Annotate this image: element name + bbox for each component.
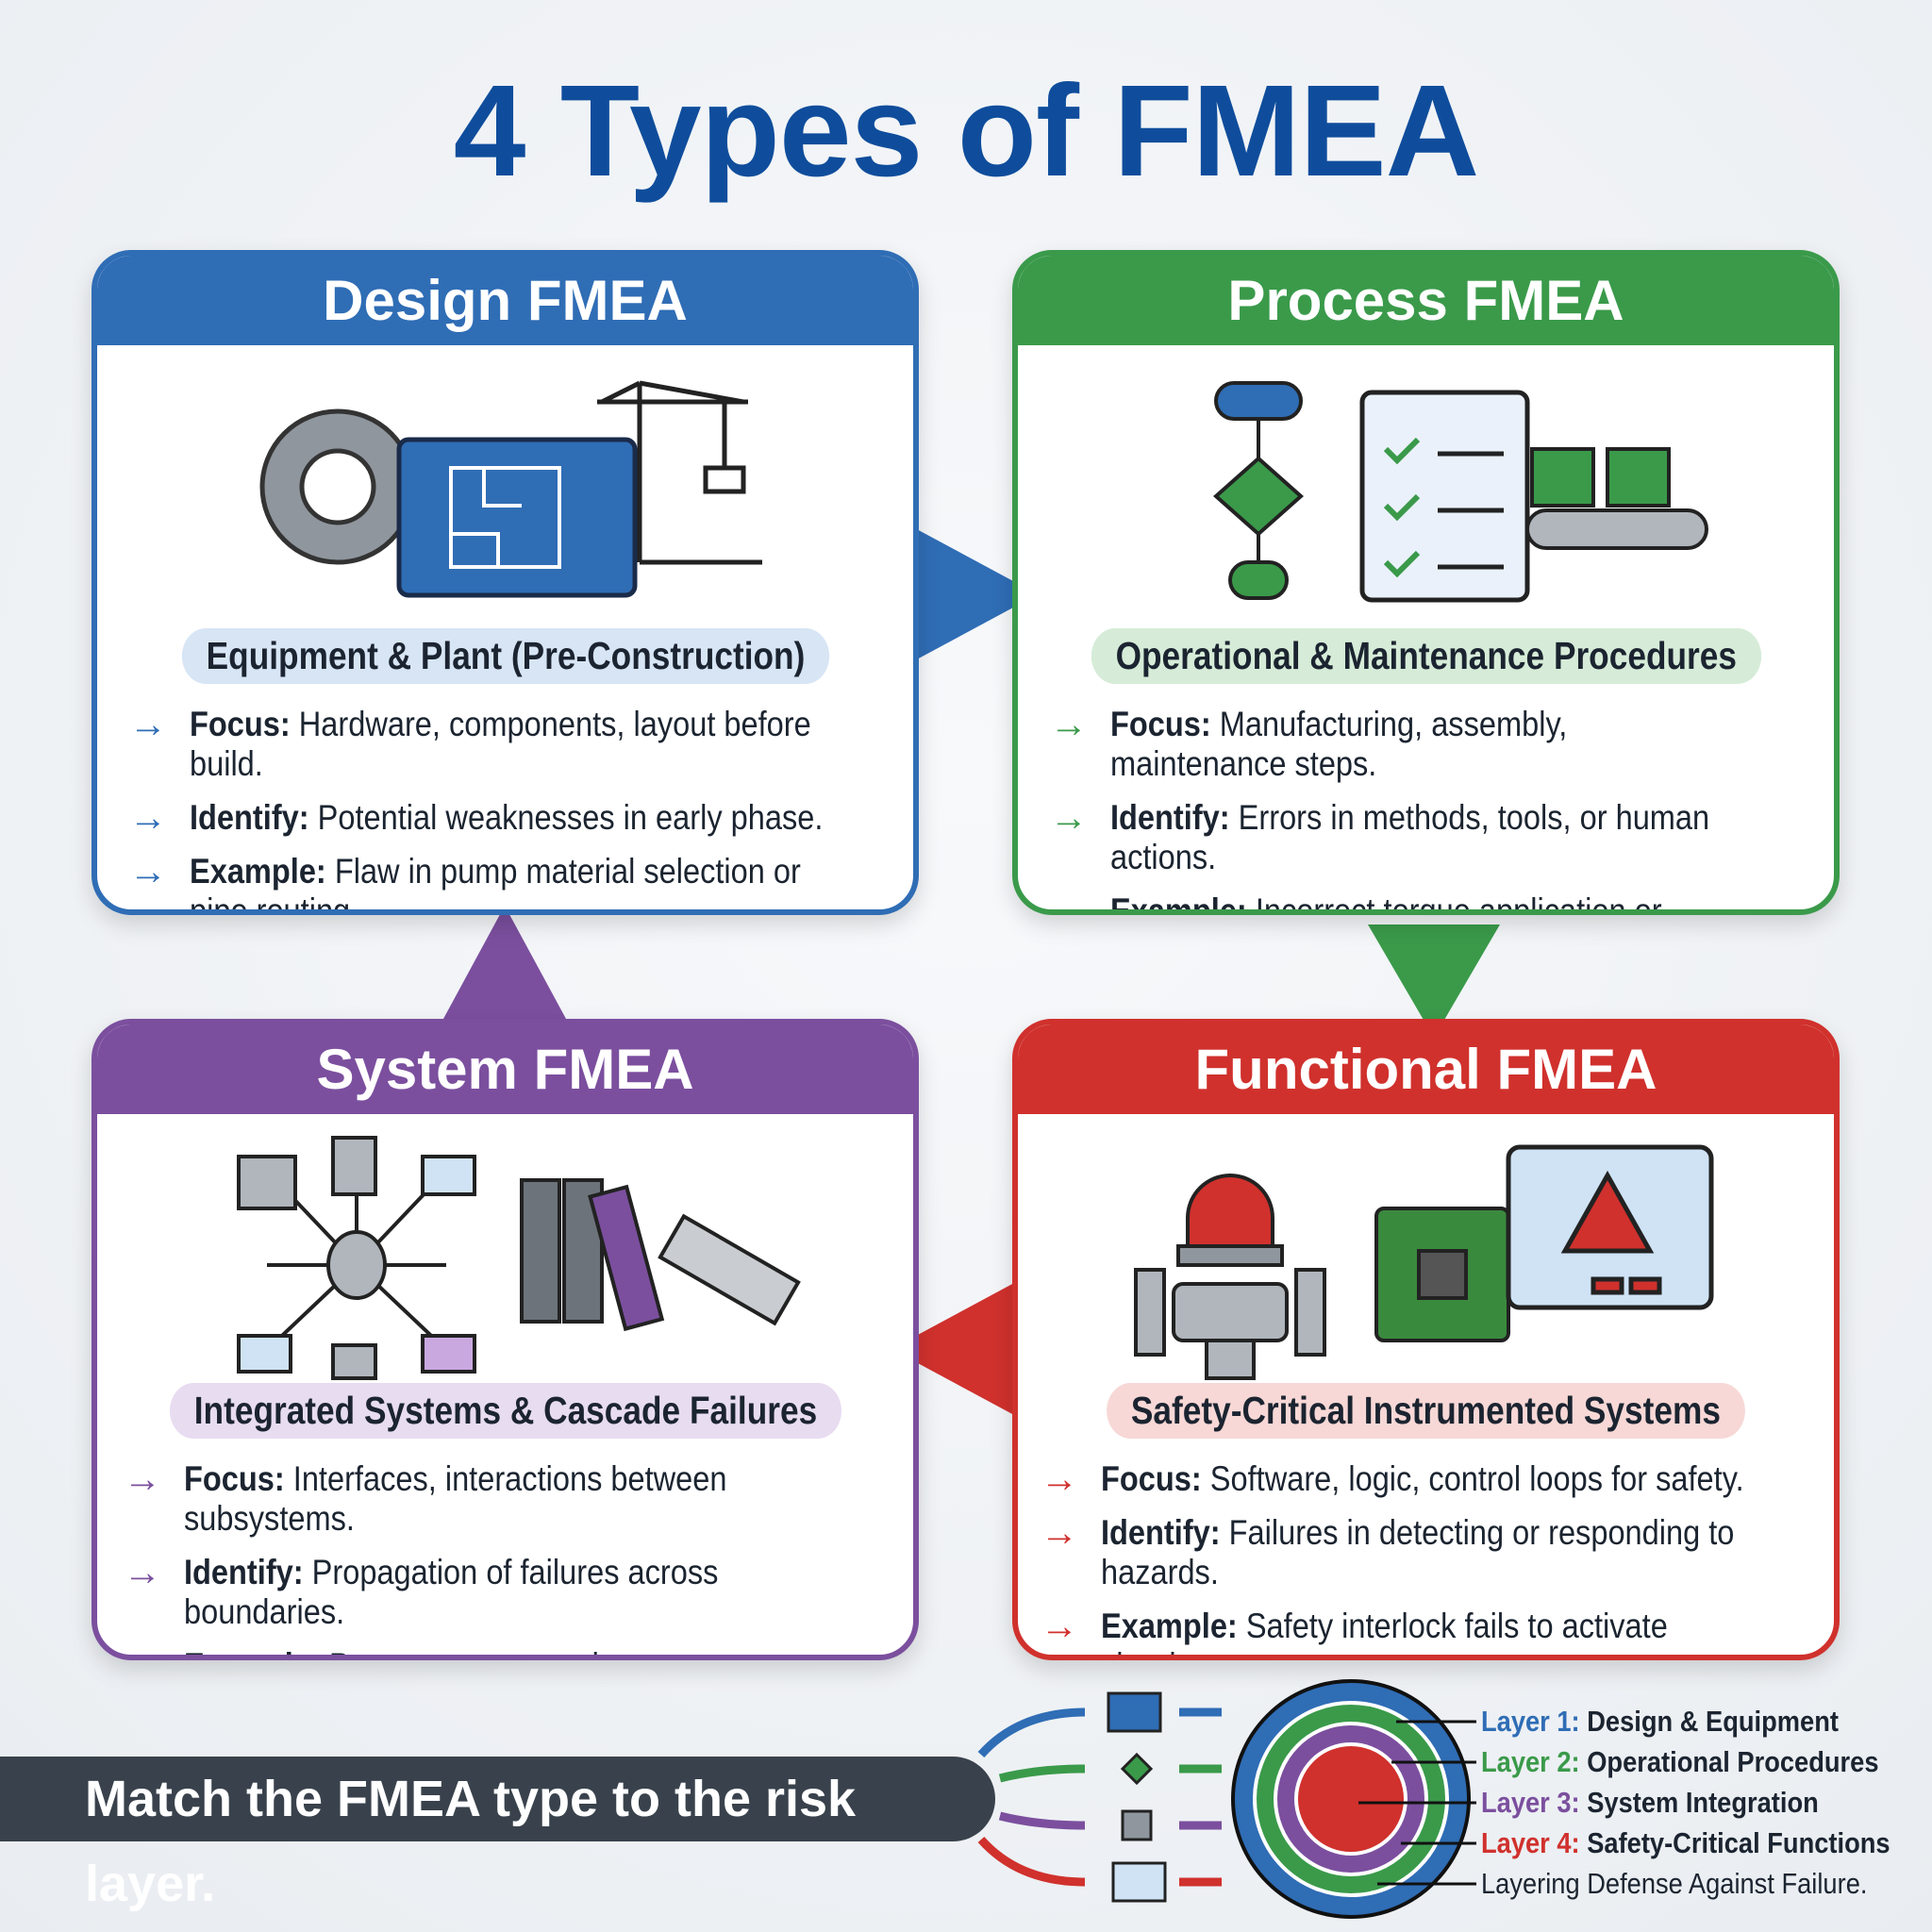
arrow-icon: →	[129, 851, 167, 892]
gear-icon	[259, 408, 416, 565]
functional-fmea-card: Functional FMEA Safety-Critical Instrume…	[1012, 1019, 1840, 1660]
arrow-icon: →	[129, 704, 167, 745]
flow-arrow-system	[998, 1811, 1086, 1830]
crane-icon	[597, 380, 762, 565]
arrow-icon: →	[1041, 1458, 1078, 1500]
flowchart-icon	[1212, 381, 1305, 600]
arrow-icon: →	[124, 1646, 184, 1655]
process-fmea-card: Process FMEA Operational & Maintenance P…	[1012, 250, 1840, 915]
mini-flowchart-icon	[1120, 1752, 1154, 1786]
bullet-focus: →Focus: Hardware, components, layout bef…	[129, 704, 811, 783]
legend-layer-1: Layer 1: Design & Equipment	[1481, 1705, 1839, 1738]
blueprint-icon	[396, 437, 638, 598]
arrow-icon: →	[1050, 704, 1088, 745]
bullet-list: →Focus: Software, logic, control loops f…	[1018, 1458, 1834, 1655]
card-title: Functional FMEA	[1018, 1024, 1834, 1114]
system-illustration	[97, 1114, 913, 1383]
flow-arrow-process	[998, 1764, 1086, 1783]
warning-monitor-icon	[1506, 1144, 1714, 1310]
bullet-focus: →Focus: Manufacturing, assembly, mainten…	[1050, 704, 1568, 783]
legend-layer-3: Layer 3: System Integration	[1481, 1786, 1819, 1819]
conveyor-icon	[1525, 447, 1708, 550]
process-illustration	[1018, 345, 1834, 628]
arrow-icon: →	[1050, 797, 1088, 839]
connector-design-process	[915, 528, 1038, 660]
design-fmea-card: Design FMEA Equipment & Plant (Pre-Const…	[92, 250, 919, 915]
bullet-focus: →Focus: Software, logic, control loops f…	[1041, 1458, 1744, 1500]
system-fmea-card: System FMEA Integrated Systems & Cascade…	[92, 1019, 919, 1660]
bullet-identify: →Identify: Potential weaknesses in early…	[129, 797, 824, 839]
mini-blueprint-icon	[1107, 1691, 1162, 1733]
bullet-example: →Example: Power outage causing sensor ne…	[124, 1646, 913, 1655]
mini-warning-icon	[1111, 1861, 1167, 1903]
card-subtitle: Integrated Systems & Cascade Failures	[169, 1383, 841, 1439]
arrow-icon: →	[1050, 891, 1088, 915]
bullet-example: →Example: Incorrect torque application o…	[1050, 891, 1834, 915]
bullet-list: →Focus: Interfaces, interactions between…	[97, 1458, 913, 1655]
bullet-list: →Focus: Hardware, components, layout bef…	[97, 704, 913, 909]
legend-layer-4: Layer 4: Safety-Critical Functions	[1481, 1826, 1890, 1859]
dominoes-icon	[520, 1178, 801, 1332]
design-illustration	[97, 345, 913, 628]
page-title: 4 Types of FMEA	[453, 58, 1480, 204]
card-subtitle: Safety-Critical Instrumented Systems	[1107, 1383, 1745, 1439]
alarm-valve-icon	[1134, 1174, 1326, 1380]
legend-layer-2: Layer 2: Operational Procedures	[1481, 1745, 1879, 1778]
card-subtitle: Equipment & Plant (Pre-Construction)	[181, 628, 829, 684]
arrow-icon: →	[124, 1458, 161, 1500]
connector-functional-system	[891, 1283, 1014, 1415]
bullet-identify: →Identify: Errors in methods, tools, or …	[1050, 797, 1710, 876]
bullet-identify: →Identify: Propagation of failures acros…	[124, 1552, 719, 1631]
checklist-icon	[1359, 390, 1530, 603]
arrow-icon: →	[1041, 1512, 1078, 1554]
mini-network-icon	[1121, 1809, 1153, 1841]
bullet-example: →Example: Flaw in pump material selectio…	[129, 851, 913, 909]
legend-caption: Layering Defense Against Failure.	[1481, 1867, 1868, 1900]
network-icon	[237, 1136, 476, 1380]
bullet-list: →Focus: Manufacturing, assembly, mainten…	[1018, 704, 1834, 915]
connector-system-design	[443, 906, 566, 1019]
bullet-example: →Example: Safety interlock fails to acti…	[1041, 1606, 1834, 1655]
arrow-icon: →	[1041, 1606, 1078, 1647]
card-title: Design FMEA	[97, 256, 913, 345]
connector-process-functional	[1368, 924, 1500, 1038]
arrow-icon: →	[124, 1552, 161, 1593]
bullet-identify: →Identify: Failures in detecting or resp…	[1041, 1512, 1735, 1591]
card-title: System FMEA	[97, 1024, 913, 1114]
card-title: Process FMEA	[1018, 256, 1834, 345]
flow-arrow-design	[977, 1707, 1086, 1758]
functional-illustration	[1018, 1114, 1834, 1383]
bullet-focus: →Focus: Interfaces, interactions between…	[124, 1458, 727, 1538]
flow-arrow-functional	[977, 1836, 1086, 1887]
arrow-icon: →	[129, 797, 167, 839]
circuit-board-icon	[1374, 1207, 1510, 1342]
mini-icons	[1107, 1691, 1167, 1903]
risk-target	[1231, 1679, 1471, 1919]
match-banner: Match the FMEA type to the risk layer.	[0, 1757, 995, 1912]
card-subtitle: Operational & Maintenance Procedures	[1091, 628, 1761, 684]
